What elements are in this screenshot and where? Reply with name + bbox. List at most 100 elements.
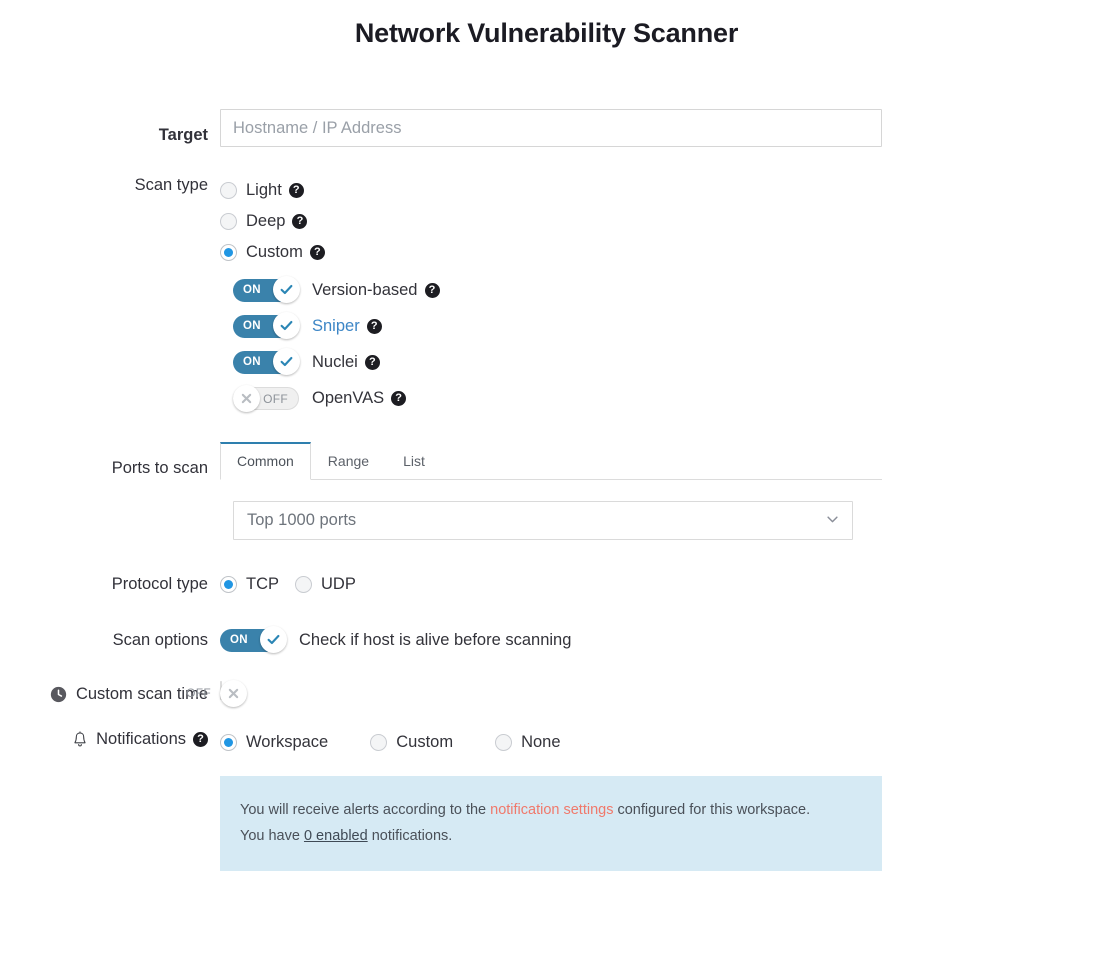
scan-type-row: Scan type Light ? Deep ? Custom ? xyxy=(0,175,1093,416)
clock-icon xyxy=(50,686,67,703)
toggle-state-host-alive: ON xyxy=(230,633,248,646)
radio-notifications-workspace[interactable]: Workspace xyxy=(220,727,328,758)
ports-tabs: Common Range List xyxy=(220,442,882,480)
enabled-notifications-link[interactable]: 0 enabled xyxy=(303,828,368,844)
radio-icon-none xyxy=(495,734,513,751)
info-control: You will receive alerts according to the… xyxy=(220,776,1093,871)
scan-form: Target Scan type Light ? Deep ? xyxy=(0,109,1093,871)
help-icon-notifications[interactable]: ? xyxy=(193,731,208,747)
radio-scan-type-custom[interactable]: Custom ? xyxy=(220,237,1093,268)
info-line-2-post: notifications. xyxy=(367,828,453,844)
toggle-state-sniper: ON xyxy=(243,319,261,332)
radio-protocol-tcp[interactable]: TCP xyxy=(220,569,279,600)
bell-icon xyxy=(72,730,88,748)
toggle-knob-nuclei xyxy=(273,348,300,375)
notifications-info-box: You will receive alerts according to the… xyxy=(220,776,882,871)
help-icon-sniper[interactable]: ? xyxy=(366,318,382,334)
radio-label-tcp: TCP xyxy=(246,575,279,593)
radio-icon-light xyxy=(220,182,237,199)
toggle-host-alive[interactable]: ON xyxy=(220,626,287,653)
toggle-row-sniper: ON Sniper ? xyxy=(233,308,1093,344)
target-input[interactable] xyxy=(220,109,882,147)
info-line-2-pre: You have xyxy=(240,828,304,844)
check-icon xyxy=(280,284,293,295)
toggle-knob-version-based xyxy=(273,276,300,303)
tab-common[interactable]: Common xyxy=(220,442,311,480)
help-icon-openvas[interactable]: ? xyxy=(391,390,407,406)
toggle-knob-sniper xyxy=(273,312,300,339)
toggle-state-version-based: ON xyxy=(243,283,261,296)
toggle-custom-scan-time[interactable]: OFF xyxy=(186,679,247,707)
custom-scan-time-control: OFF xyxy=(186,678,1093,707)
toggle-openvas[interactable]: OFF xyxy=(233,385,299,412)
scan-type-label: Scan type xyxy=(134,176,208,194)
radio-icon-workspace xyxy=(220,734,237,751)
toggle-row-nuclei: ON Nuclei ? xyxy=(233,344,1093,380)
check-icon xyxy=(267,634,280,645)
custom-scan-time-row: Custom scan time OFF xyxy=(0,678,1093,707)
check-icon xyxy=(280,320,293,331)
target-label: Target xyxy=(158,126,208,144)
scan-type-control: Light ? Deep ? Custom ? ON xyxy=(220,175,1093,416)
radio-icon-deep xyxy=(220,213,237,230)
toggle-version-based[interactable]: ON xyxy=(233,276,300,303)
notifications-radio-group: Workspace Custom None xyxy=(220,726,1093,758)
ports-control: Common Range List Top 1000 ports xyxy=(220,442,1093,540)
page-title: Network Vulnerability Scanner xyxy=(354,18,739,48)
ports-select-wrapper[interactable]: Top 1000 ports xyxy=(233,501,853,540)
radio-icon-udp xyxy=(295,576,312,593)
close-icon xyxy=(241,393,252,404)
ports-label: Ports to scan xyxy=(111,459,208,477)
help-icon-custom[interactable]: ? xyxy=(309,245,325,260)
radio-scan-type-light[interactable]: Light ? xyxy=(220,175,1093,206)
radio-icon-tcp xyxy=(220,576,237,593)
radio-notifications-none[interactable]: None xyxy=(495,727,561,758)
protocol-radio-group: TCP UDP xyxy=(220,569,1093,600)
toggle-label-host-alive: Check if host is alive before scanning xyxy=(299,630,572,649)
ports-row: Ports to scan Common Range List Top 1000… xyxy=(0,442,1093,540)
radio-scan-type-deep[interactable]: Deep ? xyxy=(220,206,1093,237)
notifications-label-wrap: Notifications ? xyxy=(0,726,220,749)
tab-range[interactable]: Range xyxy=(327,453,370,469)
help-icon-light[interactable]: ? xyxy=(288,183,304,198)
custom-scan-time-label: Custom scan time xyxy=(75,685,208,703)
radio-label-udp: UDP xyxy=(321,575,356,593)
notification-settings-link[interactable]: notification settings xyxy=(490,802,614,818)
toggle-state-custom-scan-time: OFF xyxy=(186,686,211,700)
help-icon-nuclei[interactable]: ? xyxy=(364,354,380,370)
info-line-1: You will receive alerts according to the… xyxy=(240,797,862,823)
toggle-nuclei[interactable]: ON xyxy=(233,348,300,375)
radio-label-notif-custom: Custom xyxy=(396,733,454,751)
help-icon-version-based[interactable]: ? xyxy=(424,282,440,298)
toggle-row-host-alive: ON Check if host is alive before scannin… xyxy=(220,622,1093,658)
info-line-1-pre: You will receive alerts according to the xyxy=(240,802,491,818)
notifications-label: Notifications xyxy=(96,730,186,748)
toggle-label-nuclei: Nuclei xyxy=(312,352,358,371)
toggle-label-openvas: OpenVAS xyxy=(312,388,385,407)
scan-options-control: ON Check if host is alive before scannin… xyxy=(220,622,1093,658)
toggle-state-openvas: OFF xyxy=(263,391,288,406)
toggle-row-version-based: ON Version-based ? xyxy=(233,272,1093,308)
radio-label-workspace: Workspace xyxy=(246,733,329,751)
chevron-down-icon xyxy=(827,516,838,523)
tab-list[interactable]: List xyxy=(403,453,425,469)
radio-label-none: None xyxy=(521,733,561,751)
check-icon xyxy=(280,356,293,367)
protocol-control: TCP UDP xyxy=(220,569,1093,600)
radio-protocol-udp[interactable]: UDP xyxy=(295,569,356,600)
help-icon-deep[interactable]: ? xyxy=(292,214,308,229)
ports-select-value[interactable]: Top 1000 ports xyxy=(233,501,853,540)
toggle-sniper[interactable]: ON xyxy=(233,312,300,339)
target-row: Target xyxy=(0,109,1093,147)
radio-notifications-custom[interactable]: Custom xyxy=(370,727,453,758)
toggle-label-sniper[interactable]: Sniper xyxy=(312,316,360,335)
protocol-label: Protocol type xyxy=(111,575,208,593)
notifications-control: Workspace Custom None xyxy=(220,726,1093,758)
custom-scan-toggles: ON Version-based ? ON xyxy=(220,268,1093,416)
custom-scan-time-label-wrap: Custom scan time xyxy=(0,678,220,704)
toggle-label-version-based: Version-based xyxy=(312,280,418,299)
toggle-knob-custom-scan-time xyxy=(220,679,247,707)
info-line-1-post: configured for this workspace. xyxy=(613,802,811,818)
scan-options-row: Scan options ON Check if host is alive b… xyxy=(0,622,1093,658)
